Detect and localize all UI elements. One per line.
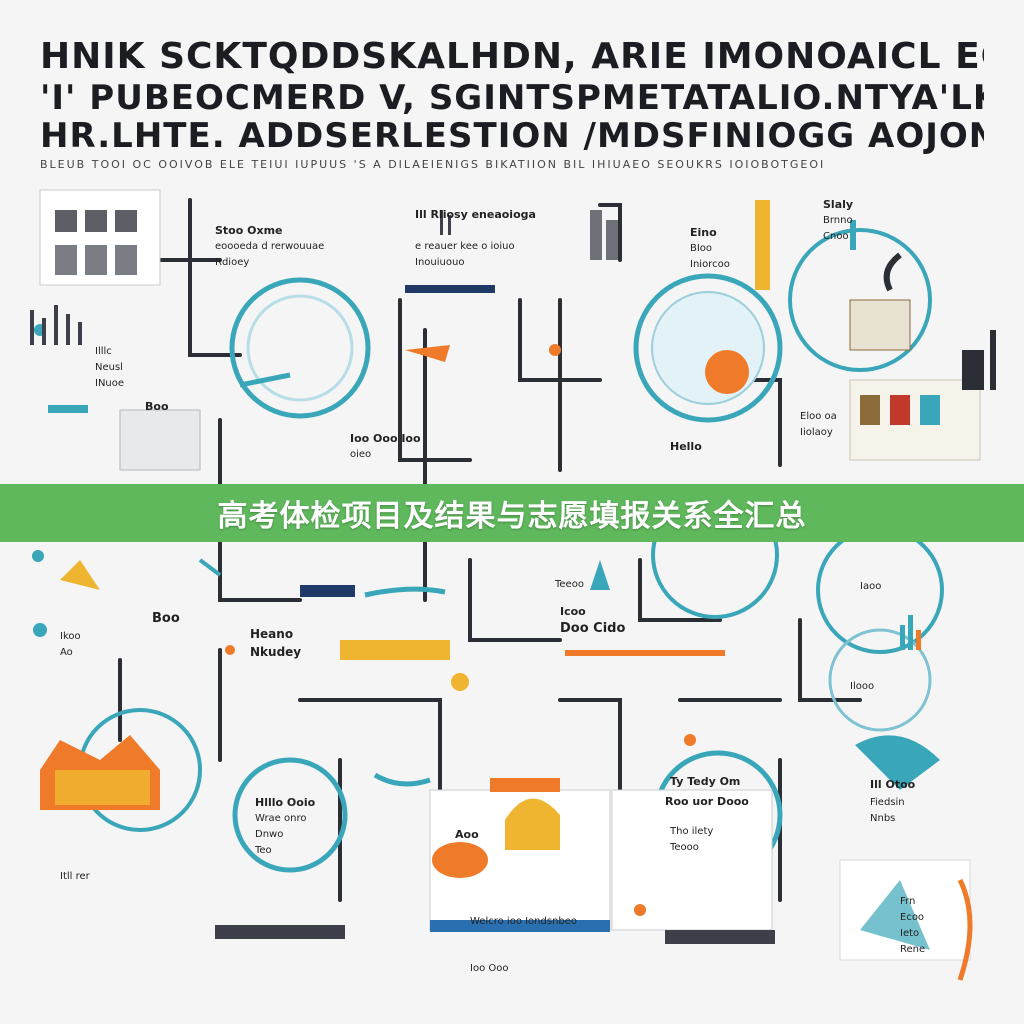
- label-e-reauer: e reauer kee o ioiuo: [415, 241, 515, 252]
- label-oieo: oieo: [350, 449, 372, 460]
- label-doo-cido: Doo Cido: [560, 621, 626, 636]
- label-itll-rer: Itll rer: [60, 871, 90, 882]
- panels: [39, 189, 981, 961]
- label-frn: Frn: [900, 896, 916, 907]
- label-ioo-ooo: Ioo Ooo: [470, 963, 509, 974]
- label-roo-uor-dooo: Roo uor Dooo: [665, 795, 749, 808]
- label-nkudey: Nkudey: [250, 645, 302, 659]
- label-eino: Eino: [690, 226, 717, 239]
- label-ecoo: Ecoo: [900, 912, 925, 923]
- label-ikoo: Ikoo: [60, 631, 81, 642]
- label-bioo: BIoo: [690, 243, 713, 254]
- label-iaoo: Iaoo: [860, 581, 882, 592]
- mini-bar-icons: [30, 210, 996, 650]
- label-cnoo: Cnoo: [823, 231, 849, 242]
- label-teo: Teo: [255, 845, 272, 856]
- label-teooo: Teooo: [670, 842, 699, 853]
- label-dnwo: Dnwo: [255, 829, 284, 840]
- label-ilooo: Ilooo: [850, 681, 875, 692]
- label-ieto: Ieto: [900, 928, 920, 939]
- label-boo-2: Boo: [152, 611, 180, 626]
- label-icoo: Icoo: [560, 605, 586, 618]
- headline-line-1: HNIK SCKTQDDSKALHDN, ARIE IMONOAICL EOBE…: [40, 36, 984, 77]
- subheadline: BLEUB TOOI OC OOIVOB ELE TEIUI IUPUUS 'S…: [40, 158, 826, 171]
- label-ao: Ao: [60, 647, 73, 658]
- title-banner: 高考体检项目及结果与志愿填报关系全汇总: [0, 484, 1024, 542]
- label-heano: Heano: [250, 627, 294, 641]
- label-nnbs: Nnbs: [870, 813, 896, 824]
- banner-title: 高考体检项目及结果与志愿填报关系全汇总: [217, 499, 807, 534]
- label-eloo-oa: Eloo oa: [800, 411, 837, 422]
- accent-shapes: [32, 200, 973, 981]
- label-ill-rliosy: Ill Rliosy eneaoioga: [415, 208, 536, 221]
- label-slaly: Slaly: [823, 198, 854, 211]
- label-eoooeda: eoooeda d rerwouuae: [215, 241, 325, 252]
- label-boo: Boo: [145, 400, 169, 413]
- label-brnno: Brnno: [823, 215, 853, 226]
- label-ty-tedy-om: Ty Tedy Om: [670, 775, 741, 788]
- headline-line-3: HR.LHTE. ADDSERLESTION /MDSFINIOGG AOJON…: [40, 116, 984, 156]
- label-rene: Rene: [900, 944, 926, 955]
- label-inuoe: INuoe: [95, 378, 125, 389]
- label-iiolaoy: Iiolaoy: [800, 427, 833, 438]
- label-illlc: Illlc: [95, 346, 112, 357]
- label-ioo-ooo-ioo: Ioo Ooo Ioo: [350, 432, 421, 445]
- label-wrae-onro: Wrae onro: [255, 813, 307, 824]
- label-tho-ilety: Tho ilety: [670, 826, 714, 837]
- headline-line-2: 'I' PUBEOCMERD V, SGINTSPMETATALIO.NTYA'…: [40, 78, 984, 118]
- label-iniorcoo: Iniorcoo: [690, 259, 730, 270]
- label-hlllo-ooio: Hlllo Ooio: [255, 796, 316, 809]
- label-welcro: Welcro ioo Iondsnbeo: [470, 916, 578, 927]
- label-ill-otoo: Ill Otoo: [870, 778, 916, 791]
- label-aoo: Aoo: [455, 828, 479, 841]
- label-rdioey: Rdioey: [215, 257, 250, 268]
- label-inouiuouo: Inouiuouo: [415, 257, 465, 268]
- label-neusl: Neusl: [95, 362, 123, 373]
- label-teeoo: Teeoo: [555, 579, 584, 590]
- label-hello: Hello: [670, 440, 702, 453]
- label-stoo: Stoo Oxme: [215, 224, 283, 237]
- label-fiedsin: Fiedsin: [870, 797, 905, 808]
